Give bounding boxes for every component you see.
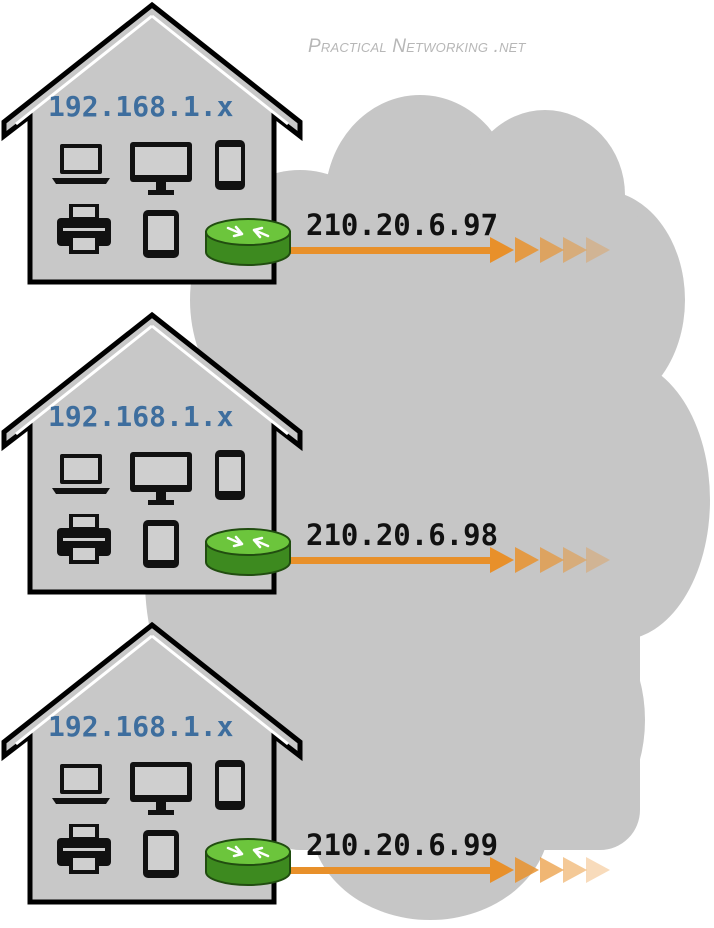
laptop-icon <box>52 144 110 184</box>
monitor-icon <box>130 142 192 195</box>
laptop-icon <box>52 454 110 494</box>
phone-icon <box>215 450 245 500</box>
tablet-icon <box>143 210 179 258</box>
monitor-icon <box>130 452 192 505</box>
wan-link <box>282 547 610 573</box>
monitor-icon <box>130 762 192 815</box>
printer-icon <box>57 514 111 564</box>
router-icon <box>205 218 291 266</box>
lan-subnet-label: 192.168.1.x <box>48 90 234 123</box>
public-ip-label: 210.20.6.98 <box>306 518 499 552</box>
lan-subnet-label: 192.168.1.x <box>48 400 234 433</box>
router-icon <box>205 528 291 576</box>
printer-icon <box>57 204 111 254</box>
phone-icon <box>215 140 245 190</box>
public-ip-label: 210.20.6.99 <box>306 828 499 862</box>
tablet-icon <box>143 520 179 568</box>
router-icon <box>205 838 291 886</box>
public-ip-label: 210.20.6.97 <box>306 208 499 242</box>
watermark: Practical Networking .net <box>308 36 526 57</box>
lan-subnet-label: 192.168.1.x <box>48 710 234 743</box>
wan-link <box>282 237 610 263</box>
printer-icon <box>57 824 111 874</box>
laptop-icon <box>52 764 110 804</box>
phone-icon <box>215 760 245 810</box>
wan-link <box>282 857 610 883</box>
tablet-icon <box>143 830 179 878</box>
